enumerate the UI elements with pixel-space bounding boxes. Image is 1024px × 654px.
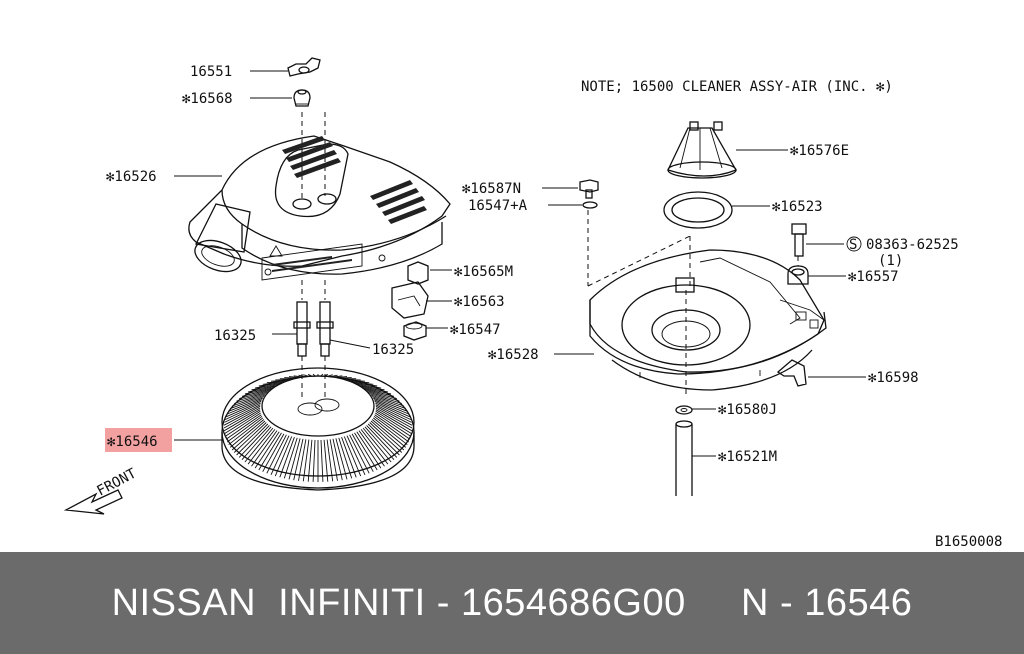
- callout-16587n: ✻16587N: [462, 181, 521, 197]
- air-filter-element-part: [221, 367, 415, 491]
- callout-16563: ✻16563: [454, 294, 505, 310]
- callout-16526: ✻16526: [106, 169, 157, 185]
- callout-16523: ✻16523: [772, 199, 823, 215]
- washer-part: [675, 405, 693, 415]
- clip-bracket-parts: [391, 261, 429, 341]
- callout-16546: ✻16546: [107, 434, 158, 450]
- callout-16598: ✻16598: [868, 370, 919, 386]
- small-clip-parts: [579, 179, 599, 209]
- part-caption: NISSAN INFINITI - 1654686G00 N - 16546: [111, 581, 913, 624]
- callout-16576e: ✻16576E: [790, 143, 849, 159]
- stud-bolt-part: [293, 301, 334, 357]
- diagram-code: B1650008: [935, 534, 1002, 550]
- front-direction-arrow: [63, 489, 123, 515]
- caption-bar: NISSAN INFINITI - 1654686G00 N - 16546: [0, 552, 1024, 654]
- s-symbol-icon: [846, 236, 862, 252]
- grommet-part: [293, 89, 311, 107]
- callout-16547: ✻16547: [450, 322, 501, 338]
- highlight-box: [105, 428, 172, 452]
- air-cleaner-housing-part: [589, 249, 827, 391]
- exploded-parts-diagram: FRONT S: [63, 57, 1002, 550]
- note-text: NOTE; 16500 CLEANER ASSY-AIR (INC. ✻): [581, 79, 893, 95]
- resonator-part: [667, 121, 737, 179]
- callout-16325-left: 16325: [214, 328, 256, 344]
- mount-grommet-part: [787, 265, 809, 285]
- wing-nut-part: [287, 57, 321, 77]
- callout-08363-qty: (1): [878, 253, 903, 269]
- front-label: FRONT: [94, 465, 139, 499]
- callout-16325-right: 16325: [372, 342, 414, 358]
- callout-16547a: 16547+A: [468, 198, 528, 214]
- callout-16528: ✻16528: [488, 347, 539, 363]
- seal-ring-part: [663, 191, 733, 229]
- callout-16580j: ✻16580J: [718, 402, 777, 418]
- air-cleaner-cover-part: [188, 135, 451, 281]
- callout-16565m: ✻16565M: [454, 264, 513, 280]
- drain-pipe-part: [675, 420, 693, 496]
- s-symbol-glyph: S: [849, 237, 857, 253]
- callout-16521m: ✻16521M: [718, 449, 777, 465]
- callout-08363-62525: 08363-62525: [866, 237, 959, 253]
- callout-16568: ✻16568: [182, 91, 233, 107]
- callout-16551: 16551: [190, 64, 232, 80]
- bolt-part: [791, 223, 807, 257]
- callout-16557: ✻16557: [848, 269, 899, 285]
